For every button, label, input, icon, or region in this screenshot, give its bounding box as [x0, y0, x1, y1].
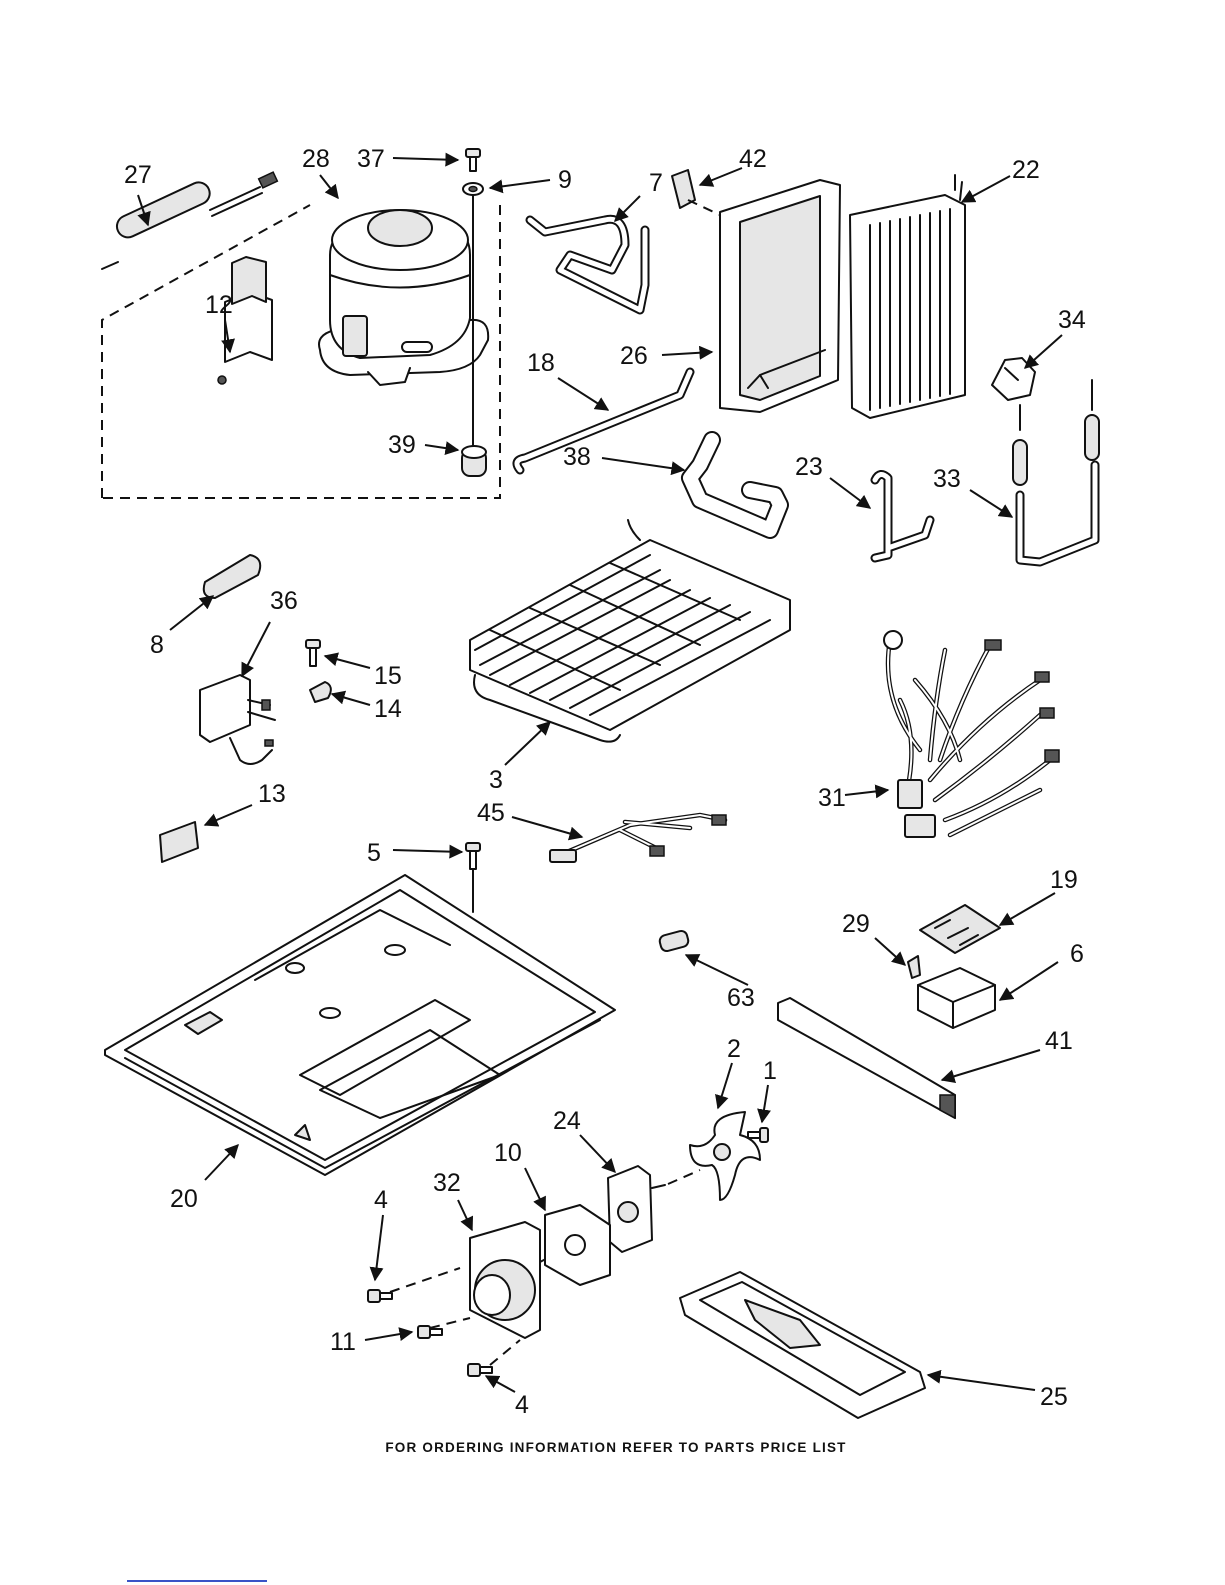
callout-19: 19 — [1050, 866, 1078, 894]
part-42-clip — [672, 170, 720, 215]
part-32-fan-shroud — [390, 1222, 540, 1365]
callout-29: 29 — [842, 910, 870, 938]
callout-38: 38 — [563, 443, 591, 471]
part-12-relay-cover — [218, 257, 272, 384]
callout-12: 12 — [205, 291, 233, 319]
callout-15: 15 — [374, 662, 402, 690]
part-11-screw — [418, 1326, 442, 1338]
callout-18: 18 — [527, 349, 555, 377]
part-19-control-board — [920, 905, 1000, 953]
callout-10: 10 — [494, 1139, 522, 1167]
callout-1: 1 — [763, 1057, 777, 1085]
part-4-screw-lower — [468, 1364, 492, 1376]
callout-27: 27 — [124, 161, 152, 189]
callout-41: 41 — [1045, 1027, 1073, 1055]
callout-4-upper: 4 — [374, 1186, 388, 1214]
part-31-wire-harness — [884, 631, 1059, 837]
part-8-sleeve — [204, 555, 260, 598]
callout-39: 39 — [388, 431, 416, 459]
callout-8: 8 — [150, 631, 164, 659]
part-2-fan-blade — [690, 1112, 760, 1200]
part-14-clamp — [310, 682, 331, 702]
part-13-pad — [160, 822, 198, 862]
footer-note: FOR ORDERING INFORMATION REFER TO PARTS … — [385, 1440, 846, 1455]
part-28-compressor-group — [102, 205, 500, 498]
part-38-hose — [690, 440, 780, 530]
part-3-evaporator-coil — [470, 520, 790, 742]
callout-24: 24 — [553, 1107, 581, 1135]
part-4-screw-upper — [368, 1290, 392, 1302]
callout-28: 28 — [302, 145, 330, 173]
callout-2: 2 — [727, 1035, 741, 1063]
callout-33: 33 — [933, 465, 961, 493]
part-22-condenser — [850, 175, 965, 418]
callout-3: 3 — [489, 766, 503, 794]
callout-11: 11 — [330, 1328, 356, 1356]
callout-26: 26 — [620, 342, 648, 370]
callout-4-lower: 4 — [515, 1391, 529, 1419]
callout-32: 32 — [433, 1169, 461, 1197]
callout-36: 36 — [270, 587, 298, 615]
part-7-tube — [530, 219, 645, 310]
part-63-plug — [658, 930, 689, 953]
part-5-screw — [466, 843, 480, 912]
part-10-gasket-plate — [545, 1205, 610, 1285]
callout-63: 63 — [727, 984, 755, 1012]
part-18-rod — [517, 372, 690, 470]
part-6-control-box — [918, 968, 995, 1028]
callout-37: 37 — [357, 145, 385, 173]
callout-34: 34 — [1058, 306, 1086, 334]
callout-42: 42 — [739, 145, 767, 173]
callout-5: 5 — [367, 839, 381, 867]
callout-31: 31 — [818, 784, 846, 812]
bottom-link-underline — [127, 1580, 267, 1582]
part-45-harness — [550, 815, 726, 862]
part-23-wire-bracket — [875, 474, 930, 558]
callout-13: 13 — [258, 780, 286, 808]
callout-9: 9 — [558, 166, 572, 194]
part-15-screw — [306, 640, 320, 666]
part-29-clip — [908, 956, 920, 978]
part-26-evaporator-housing — [720, 180, 840, 412]
callout-22: 22 — [1012, 156, 1040, 184]
part-20-floor-pan — [105, 875, 615, 1175]
callout-25: 25 — [1040, 1383, 1068, 1411]
callout-7: 7 — [649, 169, 663, 197]
callout-45: 45 — [477, 799, 505, 827]
callout-6: 6 — [1070, 940, 1084, 968]
part-25-drain-pan — [680, 1272, 925, 1418]
callout-20: 20 — [170, 1185, 198, 1213]
part-36-relay — [200, 675, 275, 764]
callout-23: 23 — [795, 453, 823, 481]
callout-14: 14 — [374, 695, 402, 723]
part-33-tube-drier — [1013, 380, 1099, 562]
